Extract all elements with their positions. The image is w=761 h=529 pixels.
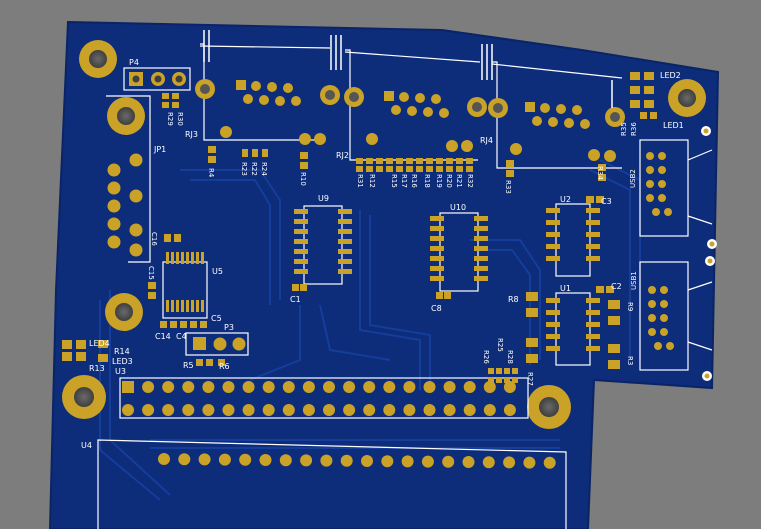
jack-rj2: [344, 49, 487, 161]
label-u4: U4: [81, 441, 92, 450]
label-r5: R5: [183, 361, 194, 370]
ic-u9: [294, 205, 352, 285]
label-r9: R9: [626, 302, 634, 311]
label-c2: C2: [611, 282, 622, 291]
label-r6: R6: [219, 362, 230, 371]
label-r23: R23: [240, 162, 248, 176]
label-r18: R18: [423, 174, 431, 188]
label-r17: R17: [400, 174, 408, 188]
label-r15: R15: [390, 174, 398, 188]
label-r28: R28: [506, 350, 514, 364]
label-led1: LED1: [663, 121, 684, 130]
label-r3: R3: [626, 356, 634, 365]
label-rj3: RJ3: [185, 130, 198, 139]
label-r32: R32: [466, 174, 474, 188]
header-u3: [119, 377, 529, 419]
silkscreen-vertical-labels: R29 R30 R4 R23 R22 R24 R10 R31 R12 R15 R…: [147, 112, 638, 386]
label-c4: C4: [176, 332, 187, 341]
connector-usb2: [639, 126, 717, 249]
label-r13: R13: [89, 364, 105, 373]
label-c16: C16: [150, 232, 158, 246]
label-r22: R22: [250, 162, 258, 176]
mounting-holes: [62, 40, 706, 429]
label-r8: R8: [508, 295, 519, 304]
module-u4: [97, 439, 567, 529]
label-u3: U3: [115, 367, 126, 376]
label-r12: R12: [368, 174, 376, 188]
label-c14: C14: [155, 332, 171, 341]
label-led3: LED3: [112, 357, 133, 366]
label-r33: R33: [504, 180, 512, 194]
label-r35: R35: [620, 122, 628, 136]
label-u1: U1: [560, 284, 571, 293]
label-c5: C5: [211, 314, 222, 323]
label-r31: R31: [356, 174, 364, 188]
label-u2: U2: [560, 195, 571, 204]
label-r25: R25: [496, 338, 504, 352]
jack-shield-pins: [203, 30, 613, 108]
label-usb1: USB1: [630, 271, 638, 290]
label-r34: R34: [596, 166, 604, 180]
label-r27: R27: [526, 372, 534, 386]
jack-rj3: [195, 43, 340, 145]
label-c3: C3: [601, 197, 612, 206]
label-u9: U9: [318, 194, 329, 203]
label-rj2: RJ2: [336, 151, 349, 160]
label-usb2: USB2: [629, 169, 637, 188]
label-r30: R30: [176, 112, 184, 126]
label-c8: C8: [431, 304, 442, 313]
ic-u1: [546, 292, 600, 366]
ic-u10: [430, 212, 488, 292]
label-r21: R21: [455, 174, 463, 188]
ic-u2: [546, 203, 600, 277]
label-p3: P3: [224, 323, 234, 332]
label-jp1: JP1: [153, 145, 166, 154]
ic-u5: [162, 252, 208, 319]
label-r10: R10: [299, 172, 307, 186]
jack-rj4: [488, 61, 625, 169]
connector-usb1: [639, 256, 715, 381]
label-u10: U10: [450, 203, 466, 212]
smd-passives: [62, 72, 657, 383]
label-r19: R19: [435, 174, 443, 188]
silkscreen-labels: P4 JP1 RJ3 RJ2 RJ4 U9 U10 U2 U1 U5 U3 U4…: [81, 58, 684, 450]
label-r16: R16: [410, 174, 418, 188]
label-r20: R20: [445, 174, 453, 188]
label-u5: U5: [212, 267, 223, 276]
connector-jp1: [106, 95, 151, 263]
label-r24: R24: [260, 162, 268, 176]
label-r4: R4: [207, 168, 215, 178]
label-r14: R14: [114, 347, 130, 356]
label-r29: R29: [166, 112, 174, 126]
label-r36: R36: [630, 122, 638, 136]
label-p4: P4: [129, 58, 139, 67]
label-c15: C15: [147, 266, 155, 280]
connector-p4: [123, 67, 191, 91]
label-led2: LED2: [660, 71, 681, 80]
label-r26: R26: [482, 350, 490, 364]
label-c1: C1: [290, 295, 301, 304]
label-led4: LED4: [89, 339, 110, 348]
connector-p3: [185, 332, 249, 356]
label-rj4: RJ4: [480, 136, 493, 145]
